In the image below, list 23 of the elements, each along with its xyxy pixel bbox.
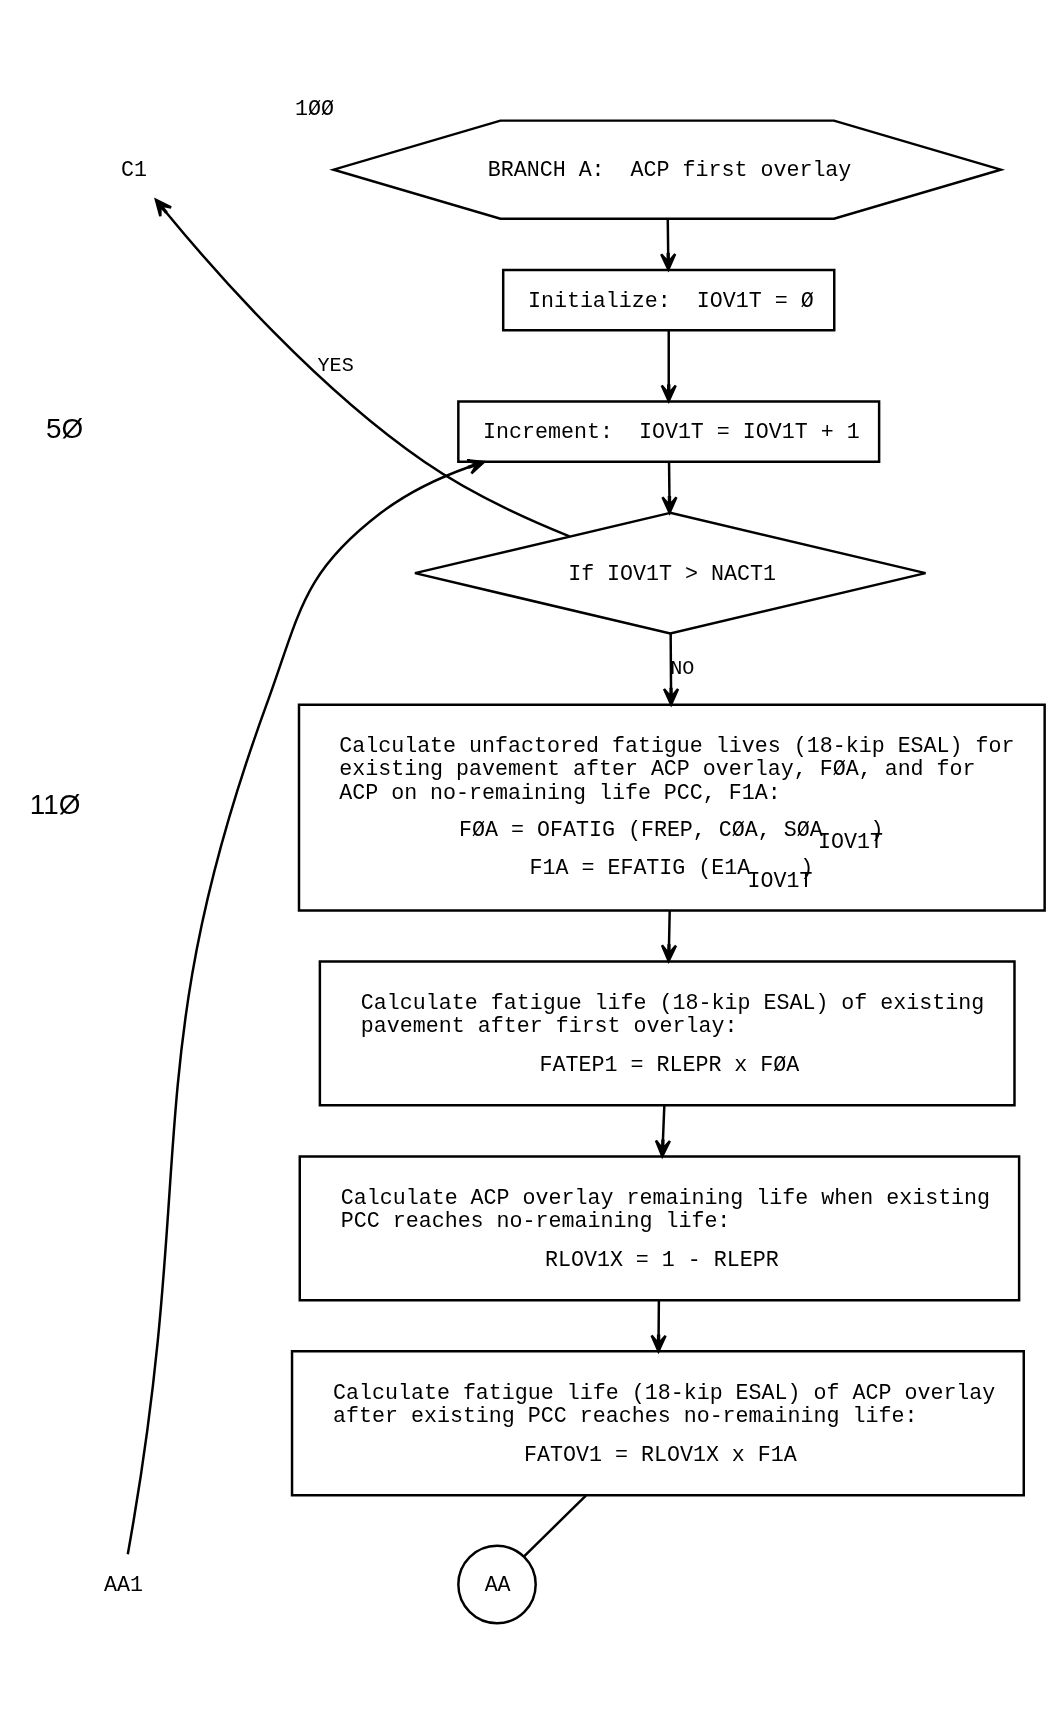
- arrow: [650, 1300, 667, 1352]
- arrow: [662, 633, 680, 706]
- arrow: [661, 461, 678, 514]
- node-box: Increment: IOV1T = IOV1T + 1: [457, 399, 881, 463]
- connector: [522, 1494, 587, 1557]
- arrow: [126, 458, 486, 1554]
- arrow: [154, 198, 570, 537]
- edge-label: YES: [317, 353, 354, 377]
- node-box: Calculate fatigue life (18-kip ESAL) of existing pavement after first overlay: FATEP1 = RLEPR x FØA: [318, 959, 1016, 1107]
- node-text: C1: [121, 157, 148, 183]
- node-text: AA1: [104, 1572, 144, 1598]
- arrow: [660, 330, 677, 402]
- arrow: [660, 910, 678, 962]
- node-diamond: If IOV1T > NACT1: [413, 511, 927, 635]
- node-box: Initialize: IOV1T = Ø: [501, 268, 836, 332]
- label: 11Ø: [29, 788, 81, 820]
- label: 5Ø: [46, 412, 84, 444]
- node-circle: AA: [457, 1544, 537, 1624]
- arrow: [660, 218, 677, 271]
- arrow: [654, 1105, 672, 1157]
- node-box: Calculate fatigue life (18-kip ESAL) of ACP overlay after existing PCC reaches no-remaining life: FATOV1 = RLOV1X x F1A: [290, 1349, 1025, 1496]
- edge-label: NO: [670, 656, 695, 680]
- node-box: Calculate ACP overlay remaining life when existing PCC reaches no-remaining life: RLOV1X = 1 - RLEPR: [298, 1154, 1021, 1301]
